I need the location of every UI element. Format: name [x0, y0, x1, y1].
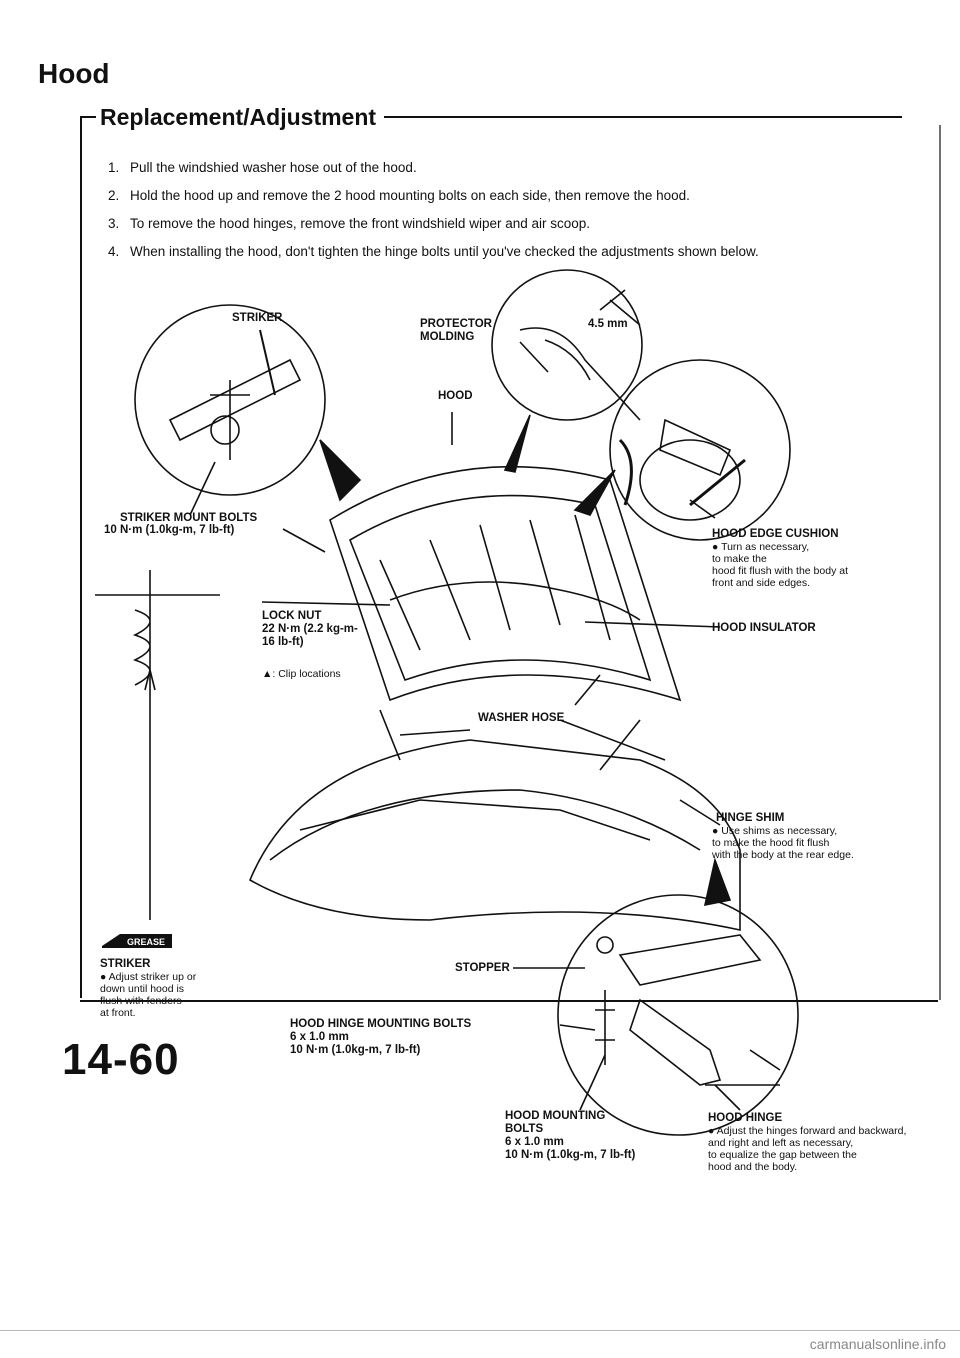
hood-label: HOOD	[438, 390, 473, 402]
hood-mounting-bolts-label: HOOD MOUNTING BOLTS 6 x 1.0 mm 10 N·m (1…	[505, 1110, 636, 1161]
hinge-shim-note: ● Use shims as necessary, to make the ho…	[712, 825, 854, 861]
hinge-shim-label: HINGE SHIM	[716, 812, 785, 824]
hood-edge-cushion-note: ● Turn as necessary, to make the hood fi…	[712, 541, 849, 589]
hood-hinge-label: HOOD HINGE	[708, 1112, 783, 1124]
hood-hinge-mounting-bolts-spec: 6 x 1.0 mm 10 N·m (1.0kg-m, 7 lb-ft)	[290, 1031, 421, 1056]
section-frame	[80, 116, 902, 998]
hood-edge-cushion-label: HOOD EDGE CUSHION	[712, 528, 839, 540]
striker-top-label: STRIKER	[232, 312, 283, 324]
stopper-label: STOPPER	[455, 962, 510, 974]
hood-hinge-note: ● Adjust the hinges forward and backward…	[708, 1125, 907, 1173]
grease-icon-text: GREASE	[127, 937, 165, 947]
instruction-steps: 1.Pull the windshied washer hose out of …	[108, 160, 759, 272]
protector-molding-label: PROTECTOR MOLDING	[420, 318, 492, 343]
step-item: 3.To remove the hood hinges, remove the …	[108, 216, 591, 231]
footer-divider	[0, 1330, 960, 1331]
hinge-detail-circle	[557, 894, 799, 1136]
footer-watermark: carmanualsonline.info	[809, 1336, 946, 1352]
grease-icon: GREASE	[102, 934, 172, 948]
striker-note: ● Adjust striker up or down until hood i…	[100, 971, 197, 1019]
section-heading: Replacement/Adjustment	[96, 104, 385, 131]
striker-mount-bolts-label: STRIKER MOUNT BOLTS	[120, 512, 258, 524]
lock-nut-torque: 22 N·m (2.2 kg-m- 16 lb-ft)	[262, 623, 358, 648]
lock-nut-label: LOCK NUT	[262, 610, 322, 622]
hood-hinge-mounting-bolts-label: HOOD HINGE MOUNTING BOLTS	[290, 1018, 472, 1030]
striker-detail-circle	[134, 304, 326, 496]
edge-cushion-detail-circle	[609, 359, 791, 541]
page-title: Hood	[38, 58, 110, 89]
step-item: 2.Hold the hood up and remove the 2 hood…	[108, 188, 690, 203]
protector-molding-detail-circle	[491, 269, 643, 421]
washer-hose-label: WASHER HOSE	[478, 712, 565, 724]
step-item: 1.Pull the windshied washer hose out of …	[108, 160, 417, 175]
section-frame-bottom	[80, 1000, 938, 1002]
step-item: 4.When installing the hood, don't tighte…	[108, 244, 759, 259]
page-number: 14-60	[62, 1035, 180, 1084]
dimension-label: 4.5 mm	[588, 318, 628, 330]
striker-mount-torque: 10 N·m (1.0kg-m, 7 lb-ft)	[104, 524, 235, 536]
striker-label: STRIKER	[100, 958, 151, 970]
hood-insulator-label: HOOD INSULATOR	[712, 622, 816, 634]
clip-locations-legend: ▲: Clip locations	[262, 668, 341, 680]
